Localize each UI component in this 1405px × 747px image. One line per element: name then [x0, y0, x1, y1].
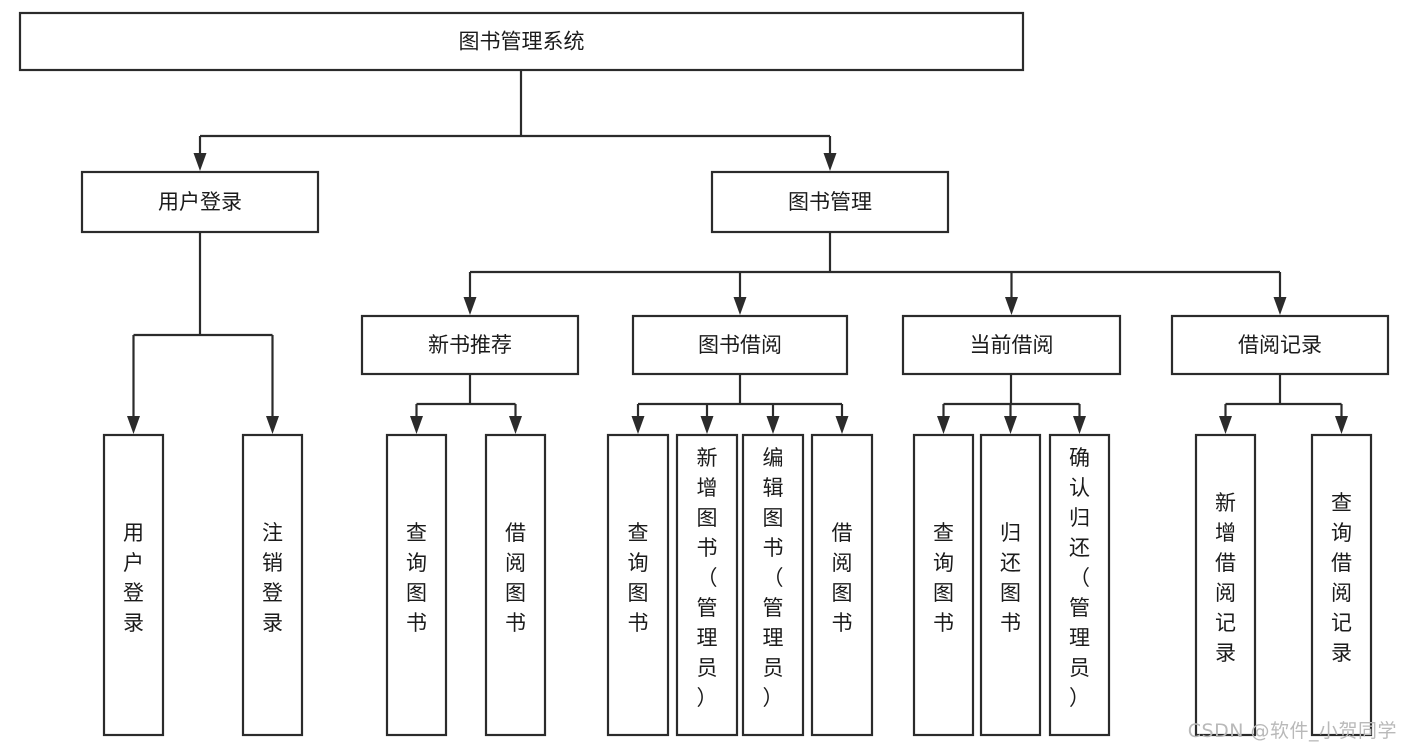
node-leaf-edit-book[interactable]: 编辑图书（管理员） [741, 433, 805, 737]
node-label: 查询图书 [406, 521, 427, 635]
connector-group [463, 232, 1287, 315]
node-box[interactable] [675, 433, 739, 737]
node-box[interactable] [18, 11, 1025, 72]
node-label: 借阅图书 [832, 521, 853, 635]
arrow-head-icon [1335, 416, 1348, 434]
node-leaf-query-record[interactable]: 查询借阅记录 [1310, 433, 1373, 737]
node-box[interactable] [1170, 314, 1390, 376]
node-root[interactable]: 图书管理系统 [18, 11, 1025, 72]
node-box[interactable] [80, 170, 320, 234]
node-leaf-add-record[interactable]: 新增借阅记录 [1194, 433, 1257, 737]
node-label: 查询图书 [933, 521, 954, 635]
node-box[interactable] [912, 433, 975, 737]
node-label: 当前借阅 [970, 333, 1054, 357]
node-label: 借阅记录 [1238, 333, 1322, 357]
node-new-book-rec[interactable]: 新书推荐 [360, 314, 580, 376]
node-label: 编辑图书（管理员） [763, 446, 784, 710]
node-label: 借阅图书 [505, 521, 526, 635]
node-leaf-add-book[interactable]: 新增图书（管理员） [675, 433, 739, 737]
node-label: 查询图书 [628, 521, 649, 635]
arrow-head-icon [1219, 416, 1232, 434]
connector-group [937, 374, 1086, 434]
node-label: 图书管理系统 [459, 30, 585, 54]
node-leaf-query-book-rec[interactable]: 查询图书 [385, 433, 448, 737]
node-label: 确认归还（管理员） [1069, 446, 1090, 710]
node-book-admin[interactable]: 图书管理 [710, 170, 950, 234]
node-label: 新书推荐 [428, 333, 512, 357]
node-label: 图书管理 [788, 190, 872, 214]
arrow-head-icon [766, 416, 780, 434]
connector-group [1219, 374, 1348, 434]
node-box[interactable] [810, 433, 874, 737]
node-book-borrow[interactable]: 图书借阅 [631, 314, 849, 376]
node-box[interactable] [1194, 433, 1257, 737]
node-leaf-return-book[interactable]: 归还图书 [979, 433, 1042, 737]
arrow-head-icon [463, 297, 477, 315]
arrow-head-icon [1273, 297, 1287, 315]
node-label: 图书借阅 [698, 333, 782, 357]
node-leaf-query-book-cur[interactable]: 查询图书 [912, 433, 975, 737]
connector-group [193, 70, 837, 171]
node-box[interactable] [1048, 433, 1111, 737]
node-label: 归还图书 [1000, 521, 1021, 635]
connector-group [410, 374, 522, 434]
node-user-login[interactable]: 用户登录 [80, 170, 320, 234]
arrow-head-icon [193, 153, 207, 171]
node-leaf-logout[interactable]: 注销登录 [241, 433, 304, 737]
node-box[interactable] [484, 433, 547, 737]
connector-group [631, 374, 849, 434]
node-box[interactable] [606, 433, 670, 737]
node-box[interactable] [710, 170, 950, 234]
nodes-layer: 图书管理系统用户登录图书管理新书推荐图书借阅当前借阅借阅记录用户登录注销登录查询… [18, 11, 1390, 737]
arrow-head-icon [835, 416, 849, 434]
arrow-head-icon [1005, 297, 1018, 315]
node-box[interactable] [741, 433, 805, 737]
node-leaf-confirm-return[interactable]: 确认归还（管理员） [1048, 433, 1111, 737]
node-box[interactable] [901, 314, 1122, 376]
node-box[interactable] [631, 314, 849, 376]
node-label: 用户登录 [123, 521, 144, 635]
node-leaf-borrow-book[interactable]: 借阅图书 [810, 433, 874, 737]
arrow-head-icon [1004, 416, 1017, 434]
node-label: 用户登录 [158, 190, 242, 214]
arrow-head-icon [823, 153, 837, 171]
node-box[interactable] [102, 433, 165, 737]
node-box[interactable] [360, 314, 580, 376]
node-leaf-user-login[interactable]: 用户登录 [102, 433, 165, 737]
node-box[interactable] [1310, 433, 1373, 737]
arrow-head-icon [733, 297, 747, 315]
node-label: 新增图书（管理员） [697, 446, 718, 710]
node-box[interactable] [979, 433, 1042, 737]
node-box[interactable] [241, 433, 304, 737]
arrow-head-icon [700, 416, 714, 434]
arrow-head-icon [509, 416, 522, 434]
node-box[interactable] [385, 433, 448, 737]
node-leaf-query-book-borrow[interactable]: 查询图书 [606, 433, 670, 737]
arrow-head-icon [410, 416, 423, 434]
node-label: 新增借阅记录 [1215, 491, 1236, 665]
node-borrow-record[interactable]: 借阅记录 [1170, 314, 1390, 376]
node-current-borrow[interactable]: 当前借阅 [901, 314, 1122, 376]
node-label: 查询借阅记录 [1331, 491, 1352, 665]
connector-group [127, 232, 279, 434]
arrow-head-icon [127, 416, 140, 434]
node-label: 注销登录 [262, 521, 283, 635]
arrow-head-icon [937, 416, 950, 434]
arrow-head-icon [631, 416, 645, 434]
connectors-layer [127, 70, 1348, 434]
node-leaf-borrow-book-rec[interactable]: 借阅图书 [484, 433, 547, 737]
arrow-head-icon [1073, 416, 1086, 434]
arrow-head-icon [266, 416, 279, 434]
